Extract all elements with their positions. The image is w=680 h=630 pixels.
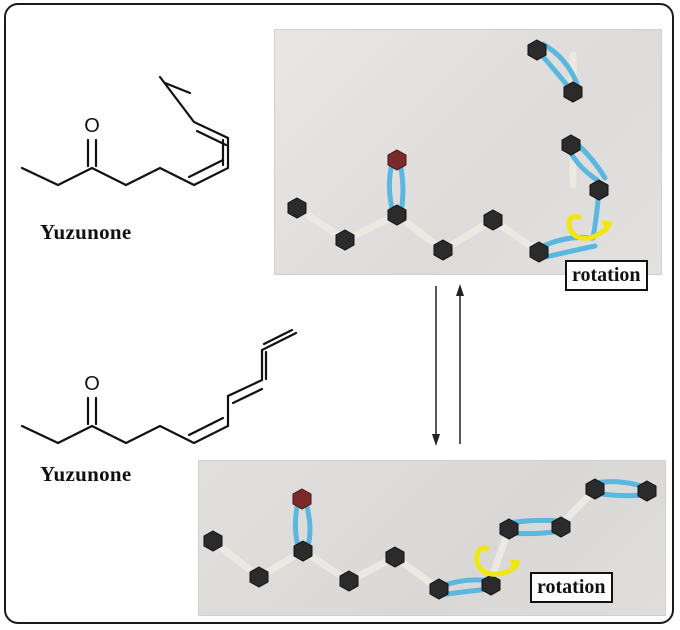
oxygen-atom-label: O [84, 373, 100, 395]
oxygen-atom-label: O [84, 115, 100, 137]
molecule-name-bottom: Yuzunone [40, 462, 132, 486]
yuzunone-structure-top: O [20, 75, 230, 187]
rotation-label-top: rotation [565, 260, 648, 291]
molecular-model-bottom [203, 478, 657, 600]
rotation-label-bottom: rotation [530, 572, 613, 603]
molecular-model-top [287, 39, 613, 263]
yuzunone-structure-bottom: O [20, 328, 298, 445]
equilibrium-arrows [432, 284, 464, 446]
molecule-name-top: Yuzunone [40, 220, 132, 244]
model-photo-top [274, 29, 662, 275]
